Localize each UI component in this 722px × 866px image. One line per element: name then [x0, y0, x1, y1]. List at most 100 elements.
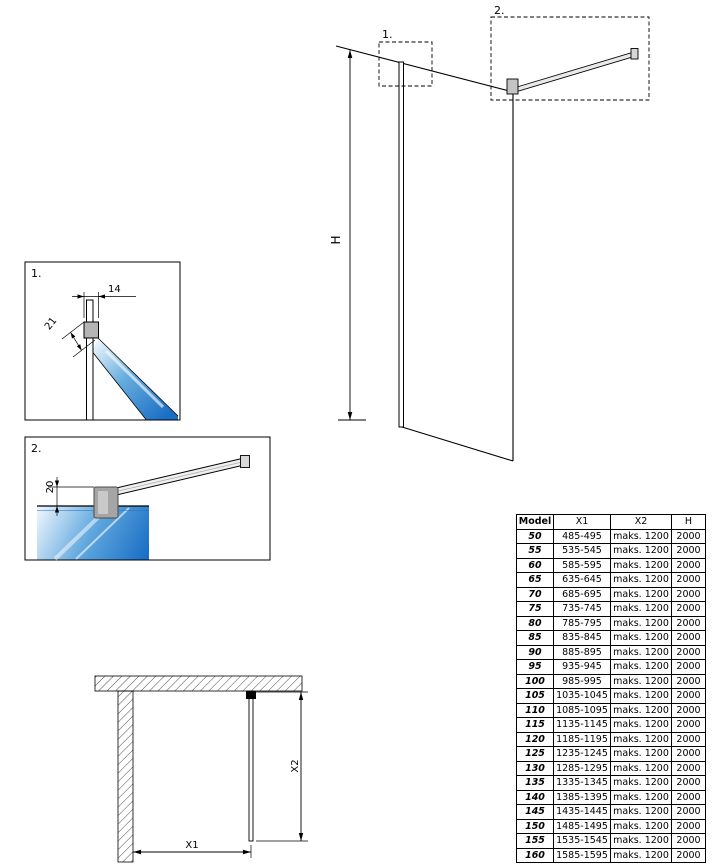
value-cell: 835-845 [553, 630, 611, 646]
glass-bottom-edge [401, 426, 514, 462]
value-cell: 2000 [671, 557, 706, 573]
model-cell: 115 [516, 717, 554, 733]
dimension-x2-label: X2 [290, 759, 301, 772]
value-cell: maks. 1200 [610, 688, 672, 704]
value-cell: maks. 1200 [610, 586, 672, 602]
callout-box-1 [378, 41, 433, 87]
value-cell: 2000 [671, 615, 706, 631]
dimension-x2: X2 [256, 691, 308, 842]
plan-profile-block [246, 691, 256, 699]
model-cell: 105 [516, 688, 554, 704]
value-cell: 1485-1495 [553, 818, 611, 834]
value-cell: maks. 1200 [610, 543, 672, 559]
profile-cap [83, 321, 99, 339]
model-cell: 140 [516, 789, 554, 805]
value-cell: maks. 1200 [610, 601, 672, 617]
dimension-h-label: H [329, 235, 343, 244]
model-cell: 125 [516, 746, 554, 762]
value-cell: 735-745 [553, 601, 611, 617]
detail-2-label: 2. [31, 442, 42, 455]
dimension-14-label: 14 [108, 284, 121, 295]
value-cell: 2000 [671, 586, 706, 602]
value-cell: maks. 1200 [610, 789, 672, 805]
value-cell: maks. 1200 [610, 818, 672, 834]
value-cell: 535-545 [553, 543, 611, 559]
value-cell: 1385-1395 [553, 789, 611, 805]
callout-box-2 [490, 16, 650, 101]
value-cell: 2000 [671, 572, 706, 588]
model-cell: 100 [516, 673, 554, 689]
model-cell: 135 [516, 775, 554, 791]
value-cell: 2000 [671, 659, 706, 675]
wall-profile-section [86, 299, 94, 421]
value-cell: 635-645 [553, 572, 611, 588]
value-cell: 2000 [671, 543, 706, 559]
value-cell: 985-995 [553, 673, 611, 689]
value-cell: maks. 1200 [610, 615, 672, 631]
value-cell: 1435-1445 [553, 804, 611, 820]
elevation-view [335, 45, 639, 462]
model-cell: 65 [516, 572, 554, 588]
detail-callouts: 1. 2. [378, 4, 650, 101]
callout-label-2: 2. [494, 4, 505, 17]
value-cell: maks. 1200 [610, 760, 672, 776]
value-cell: 2000 [671, 688, 706, 704]
model-cell: 155 [516, 833, 554, 849]
value-cell: 1085-1095 [553, 702, 611, 718]
value-cell: 2000 [671, 731, 706, 747]
col-header-h: H [671, 514, 706, 530]
plan-wall-top [94, 675, 303, 692]
value-cell: 2000 [671, 528, 706, 544]
detail-1-view: 1. 14 21 [24, 261, 181, 421]
value-cell: maks. 1200 [610, 731, 672, 747]
support-bar [516, 51, 635, 93]
plan-view: X2 X1 [94, 675, 308, 863]
value-cell: 1135-1145 [553, 717, 611, 733]
model-cell: 75 [516, 601, 554, 617]
model-cell: 85 [516, 630, 554, 646]
value-cell: 1335-1345 [553, 775, 611, 791]
value-cell: 2000 [671, 601, 706, 617]
value-cell: 2000 [671, 789, 706, 805]
value-cell: 585-595 [553, 557, 611, 573]
value-cell: maks. 1200 [610, 659, 672, 675]
value-cell: 785-795 [553, 615, 611, 631]
value-cell: 1585-1595 [553, 847, 611, 863]
value-cell: 2000 [671, 717, 706, 733]
col-header-x1: X1 [553, 514, 611, 530]
model-cell: 160 [516, 847, 554, 863]
model-cell: 90 [516, 644, 554, 660]
value-cell: 2000 [671, 847, 706, 863]
value-cell: 685-695 [553, 586, 611, 602]
value-cell: 2000 [671, 833, 706, 849]
value-cell: 2000 [671, 804, 706, 820]
value-cell: maks. 1200 [610, 702, 672, 718]
dimension-20-label: 20 [45, 481, 56, 494]
value-cell: 2000 [671, 746, 706, 762]
value-cell: maks. 1200 [610, 746, 672, 762]
value-cell: maks. 1200 [610, 717, 672, 733]
model-cell: 145 [516, 804, 554, 820]
value-cell: maks. 1200 [610, 528, 672, 544]
plan-glass-line [248, 690, 254, 842]
callout-label-1: 1. [382, 28, 393, 41]
glass-panel-top [37, 506, 149, 560]
model-cell: 150 [516, 818, 554, 834]
detail-1-label: 1. [31, 267, 42, 280]
model-cell: 60 [516, 557, 554, 573]
glass-top-edge [335, 45, 514, 93]
